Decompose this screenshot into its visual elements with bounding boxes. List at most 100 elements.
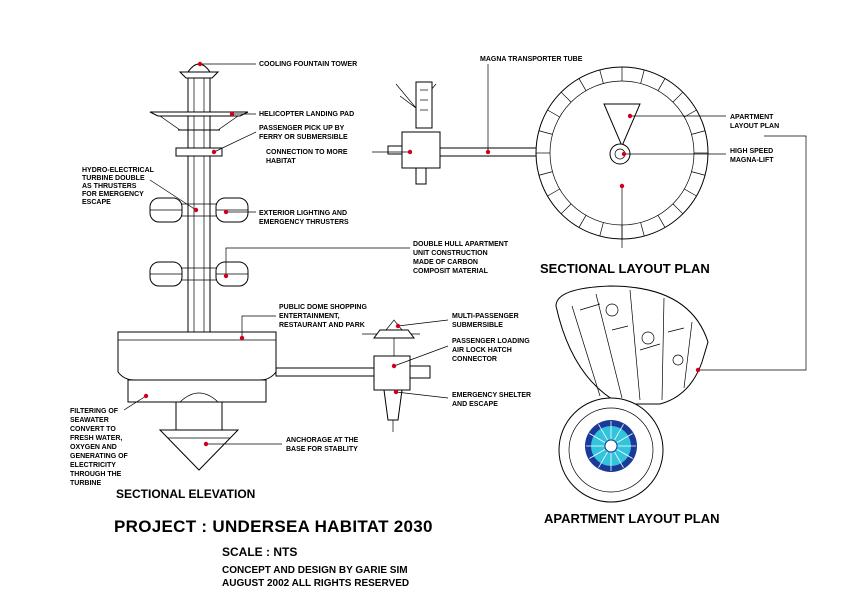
hull-rib bbox=[538, 171, 553, 176]
label-filter-1: FILTERING OF bbox=[70, 408, 119, 415]
lift-spoke bbox=[614, 424, 624, 441]
hull-rib bbox=[538, 130, 553, 135]
helipad-deck bbox=[149, 111, 249, 117]
lift-spokes bbox=[586, 421, 636, 471]
turbine-pod-upper bbox=[149, 197, 249, 223]
cooling-tower-cap bbox=[178, 71, 220, 79]
sectional-elevation-drawing bbox=[117, 63, 377, 471]
label-apt-layout-2: LAYOUT PLAN bbox=[730, 123, 779, 130]
lift-ring bbox=[568, 407, 654, 493]
label-shelter-2: AND ESCAPE bbox=[452, 401, 498, 408]
helipad-struts bbox=[159, 115, 239, 131]
label-airlock-1: PASSENGER LOADING bbox=[452, 338, 530, 345]
label-filter-5: OXYGEN AND bbox=[70, 444, 117, 451]
label-dome-3: RESTAURANT AND PARK bbox=[279, 322, 365, 329]
public-dome bbox=[117, 331, 277, 381]
label-hull-4: COMPOSIT MATERIAL bbox=[413, 268, 489, 275]
label-helipad: HELICOPTER LANDING PAD bbox=[259, 111, 354, 118]
shelter-pod bbox=[383, 389, 403, 421]
label-multisub-1: MULTI-PASSENGER bbox=[452, 313, 519, 320]
label-filter-4: FRESH WATER, bbox=[70, 435, 122, 442]
title-credit: CONCEPT AND DESIGN BY GARIE SIM bbox=[222, 565, 408, 576]
hull-rib bbox=[547, 109, 560, 118]
label-hydro-3: AS THRUSTERS bbox=[82, 183, 137, 190]
hull-rib bbox=[560, 203, 572, 215]
heading-sectional-layout: SECTIONAL LAYOUT PLAN bbox=[540, 261, 710, 276]
hull-rib bbox=[599, 222, 604, 237]
label-hull-2: UNIT CONSTRUCTION bbox=[413, 250, 488, 257]
connection-hub bbox=[401, 131, 441, 169]
apartment-fan bbox=[555, 285, 709, 405]
label-filter-7: ELECTRICITY bbox=[70, 462, 116, 469]
label-exterior-1: EXTERIOR LIGHTING AND bbox=[259, 210, 347, 217]
submersible-hull bbox=[373, 329, 415, 339]
hull-rib bbox=[640, 69, 645, 84]
hull-rib bbox=[672, 203, 684, 215]
label-anchorage-2: BASE FOR STABLITY bbox=[286, 446, 358, 453]
furniture-round-1 bbox=[605, 303, 619, 317]
label-high-speed-1: HIGH SPEED bbox=[730, 148, 773, 155]
hull-rib bbox=[547, 188, 560, 197]
hull-rib bbox=[691, 130, 706, 135]
hull-ribs bbox=[536, 67, 708, 239]
hull-rib bbox=[578, 215, 587, 228]
turbine-pod-lower bbox=[149, 261, 249, 287]
apartment-partitions bbox=[571, 289, 693, 401]
label-hydro-1: HYDRO-ELECTRICAL bbox=[82, 167, 155, 174]
label-filter-9: TURBINE bbox=[70, 480, 101, 487]
furniture-round-3 bbox=[672, 354, 684, 366]
label-connection-1: CONNECTION TO MORE bbox=[266, 149, 348, 156]
label-airlock-2: AIR LOCK HATCH bbox=[452, 347, 512, 354]
label-hydro-4: FOR EMERGENCY bbox=[82, 191, 144, 198]
title-scale: SCALE : NTS bbox=[222, 545, 297, 559]
lift-spoke bbox=[598, 424, 608, 441]
label-pickup-2: FERRY OR SUBMERSIBLE bbox=[259, 134, 348, 141]
connection-stub bbox=[387, 145, 403, 155]
anchor-neck bbox=[175, 401, 223, 431]
furniture-round-2 bbox=[641, 331, 655, 345]
pickup-platform bbox=[175, 147, 223, 157]
lift-spoke bbox=[598, 451, 608, 468]
label-hydro-5: ESCAPE bbox=[82, 199, 111, 206]
label-connection-2: HABITAT bbox=[266, 158, 296, 165]
callout-leaders bbox=[123, 61, 807, 447]
label-apt-layout-1: APARTMENT bbox=[730, 114, 774, 121]
label-cooling-tower: COOLING FOUNTAIN TOWER bbox=[259, 61, 357, 68]
magna-tube bbox=[439, 147, 549, 157]
label-dome-2: ENTERTAINMENT, bbox=[279, 313, 340, 320]
lift-spoke bbox=[589, 449, 606, 459]
hull-rib bbox=[657, 78, 666, 91]
label-anchorage-1: ANCHORAGE AT THE bbox=[286, 437, 359, 444]
heading-sectional-elevation: SECTIONAL ELEVATION bbox=[116, 487, 255, 501]
label-magna-tube: MAGNA TRANSPORTER TUBE bbox=[480, 56, 583, 63]
label-airlock-3: CONNECTOR bbox=[452, 356, 497, 363]
label-dome-1: PUBLIC DOME SHOPPING bbox=[279, 304, 367, 311]
title-project: PROJECT : UNDERSEA HABITAT 2030 bbox=[114, 517, 433, 536]
hull-rib bbox=[640, 222, 645, 237]
elevation-tube bbox=[275, 367, 377, 377]
label-filter-8: THROUGH THE bbox=[70, 471, 122, 478]
lift-spoke bbox=[616, 449, 633, 459]
heading-apartment-layout: APARTMENT LAYOUT PLAN bbox=[544, 511, 720, 526]
label-filter-6: GENERATING OF bbox=[70, 453, 129, 460]
lift-spoke bbox=[614, 451, 624, 468]
turbine-inlet bbox=[179, 392, 219, 403]
airlock-chamber bbox=[373, 355, 411, 391]
connection-node-drawing bbox=[387, 81, 549, 185]
hull-rib bbox=[691, 171, 706, 176]
label-filter-3: CONVERT TO bbox=[70, 426, 116, 433]
submersible-airlock-drawing bbox=[362, 319, 431, 432]
label-multisub-2: SUBMERSIBLE bbox=[452, 322, 503, 329]
hull-rib bbox=[578, 78, 587, 91]
lift-spoke bbox=[616, 433, 633, 443]
hull-rib bbox=[672, 91, 684, 103]
label-hull-3: MADE OF CARBON bbox=[413, 259, 478, 266]
label-shelter-1: EMERGENCY SHELTER bbox=[452, 392, 531, 399]
lift-spoke bbox=[589, 433, 606, 443]
label-hull-1: DOUBLE HULL APARTMENT bbox=[413, 241, 509, 248]
hull-rib bbox=[684, 188, 697, 197]
hull-rib bbox=[657, 215, 666, 228]
filtering-base bbox=[127, 379, 267, 403]
label-hydro-2: TURBINE DOUBLE bbox=[82, 175, 145, 182]
